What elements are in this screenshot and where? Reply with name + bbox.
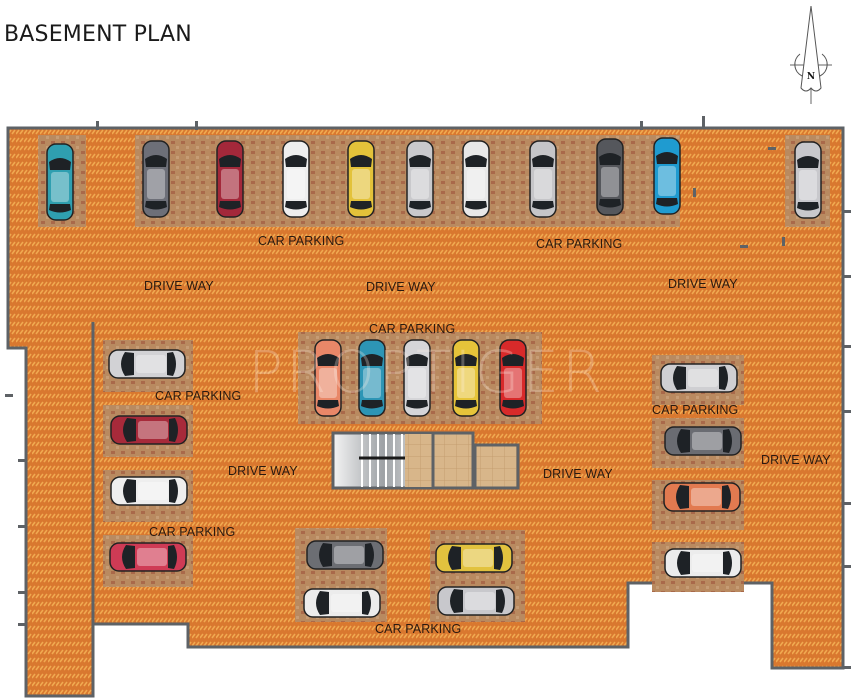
- label-car-parking: CAR PARKING: [258, 234, 345, 248]
- label-car-parking: CAR PARKING: [369, 322, 456, 336]
- label-car-parking: CAR PARKING: [375, 622, 462, 636]
- label-drive-way: DRIVE WAY: [144, 279, 214, 293]
- label-drive-way: DRIVE WAY: [543, 467, 613, 481]
- stair-and-lift-core: [331, 431, 520, 490]
- label-drive-way: DRIVE WAY: [668, 277, 738, 291]
- label-drive-way: DRIVE WAY: [366, 280, 436, 294]
- watermark: PROPTIGER: [248, 338, 606, 406]
- label-car-parking: CAR PARKING: [155, 389, 242, 403]
- north-arrow-icon: N: [790, 5, 832, 104]
- label-drive-way: DRIVE WAY: [228, 464, 298, 478]
- plan-title: BASEMENT PLAN: [4, 22, 192, 47]
- label-car-parking: CAR PARKING: [149, 525, 236, 539]
- svg-text:N: N: [807, 72, 815, 82]
- label-car-parking: CAR PARKING: [536, 237, 623, 251]
- label-drive-way: DRIVE WAY: [761, 453, 831, 467]
- label-car-parking: CAR PARKING: [652, 403, 739, 417]
